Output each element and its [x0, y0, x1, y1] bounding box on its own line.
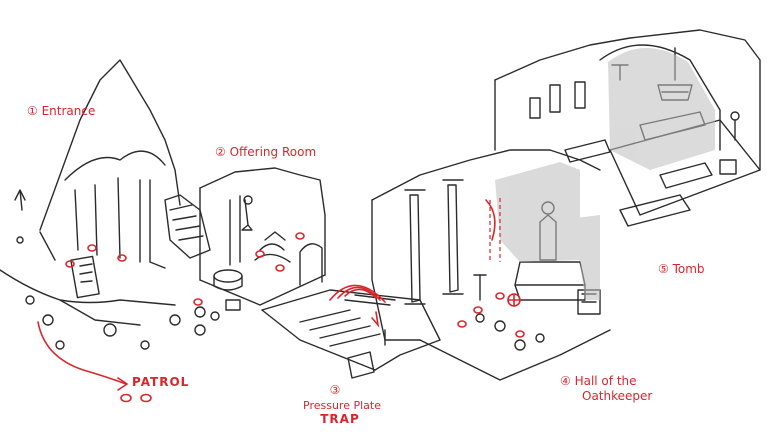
trap-dashes	[489, 198, 501, 262]
footprint-icon	[120, 393, 132, 403]
label-entrance: ① Entrance	[27, 104, 96, 118]
pillar	[409, 194, 421, 303]
pillar	[447, 184, 459, 293]
label-offering-room: ② Offering Room	[215, 145, 317, 159]
label-pressure-plate-number: ③	[329, 383, 341, 397]
entrance-area	[0, 59, 206, 350]
label-trap: TRAP	[320, 412, 360, 426]
offering-room	[164, 167, 326, 321]
patrol-arrow	[37, 321, 127, 385]
label-pressure-plate: Pressure Plate	[303, 399, 381, 412]
gravestone	[70, 255, 100, 299]
trap-corridor	[261, 289, 441, 379]
label-tomb: ⑤ Tomb	[658, 262, 705, 276]
shadow-tones	[495, 48, 715, 300]
trap-swing-arc	[329, 284, 386, 303]
statue-icon	[241, 199, 253, 231]
annotation-marks	[37, 199, 525, 403]
label-hall-line2: Oathkeeper	[582, 389, 653, 403]
footprint-icon	[140, 393, 152, 403]
pressure-plate	[347, 351, 375, 379]
label-patrol: PATROL	[132, 375, 190, 389]
label-hall-line1: ④ Hall of the	[560, 374, 637, 388]
